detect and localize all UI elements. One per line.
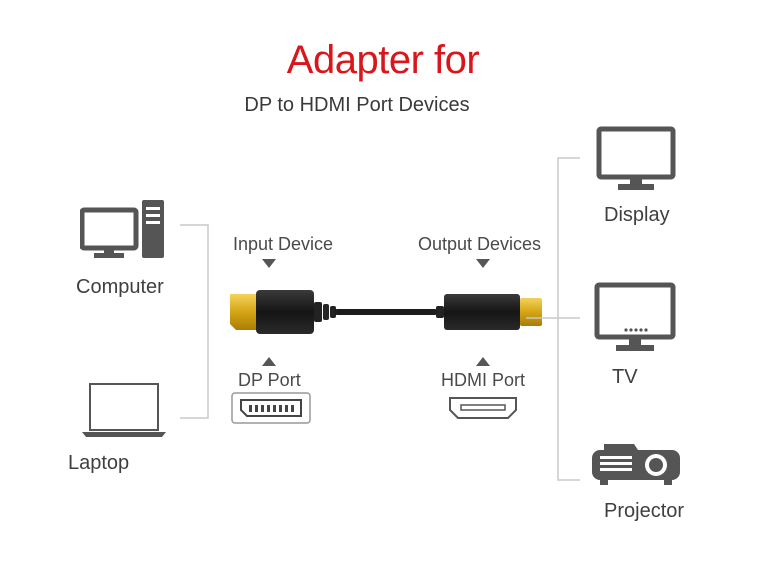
dp-hdmi-cable [230, 290, 542, 334]
output-devices-label: Output Devices [418, 234, 542, 254]
display-label: Display [604, 204, 670, 226]
laptop-label: Laptop [68, 452, 130, 474]
hdmi-port-label: HDMI Port [441, 370, 526, 390]
input-arrow-down [262, 259, 276, 268]
computer-label: Computer [76, 276, 164, 298]
tv-icon [594, 282, 676, 351]
target-bracket [526, 157, 580, 481]
tv-label: TV [612, 366, 638, 388]
computer-icon [80, 200, 164, 258]
dp-port-label: DP Port [238, 370, 301, 390]
diagram-title: Adapter for [286, 38, 480, 82]
laptop-icon [82, 383, 166, 437]
projector-label: Projector [604, 500, 685, 522]
diagram-subtitle: DP to HDMI Port Devices [244, 94, 470, 116]
source-bracket [180, 224, 209, 419]
projector-icon [592, 444, 680, 485]
hdmi-port-icon [449, 397, 517, 419]
monitor-icon [596, 126, 676, 190]
hdmi-port-arrow-up [476, 357, 490, 366]
dp-port-icon [231, 392, 311, 424]
input-device-label: Input Device [233, 234, 334, 254]
dp-port-arrow-up [262, 357, 276, 366]
output-arrow-down [476, 259, 490, 268]
